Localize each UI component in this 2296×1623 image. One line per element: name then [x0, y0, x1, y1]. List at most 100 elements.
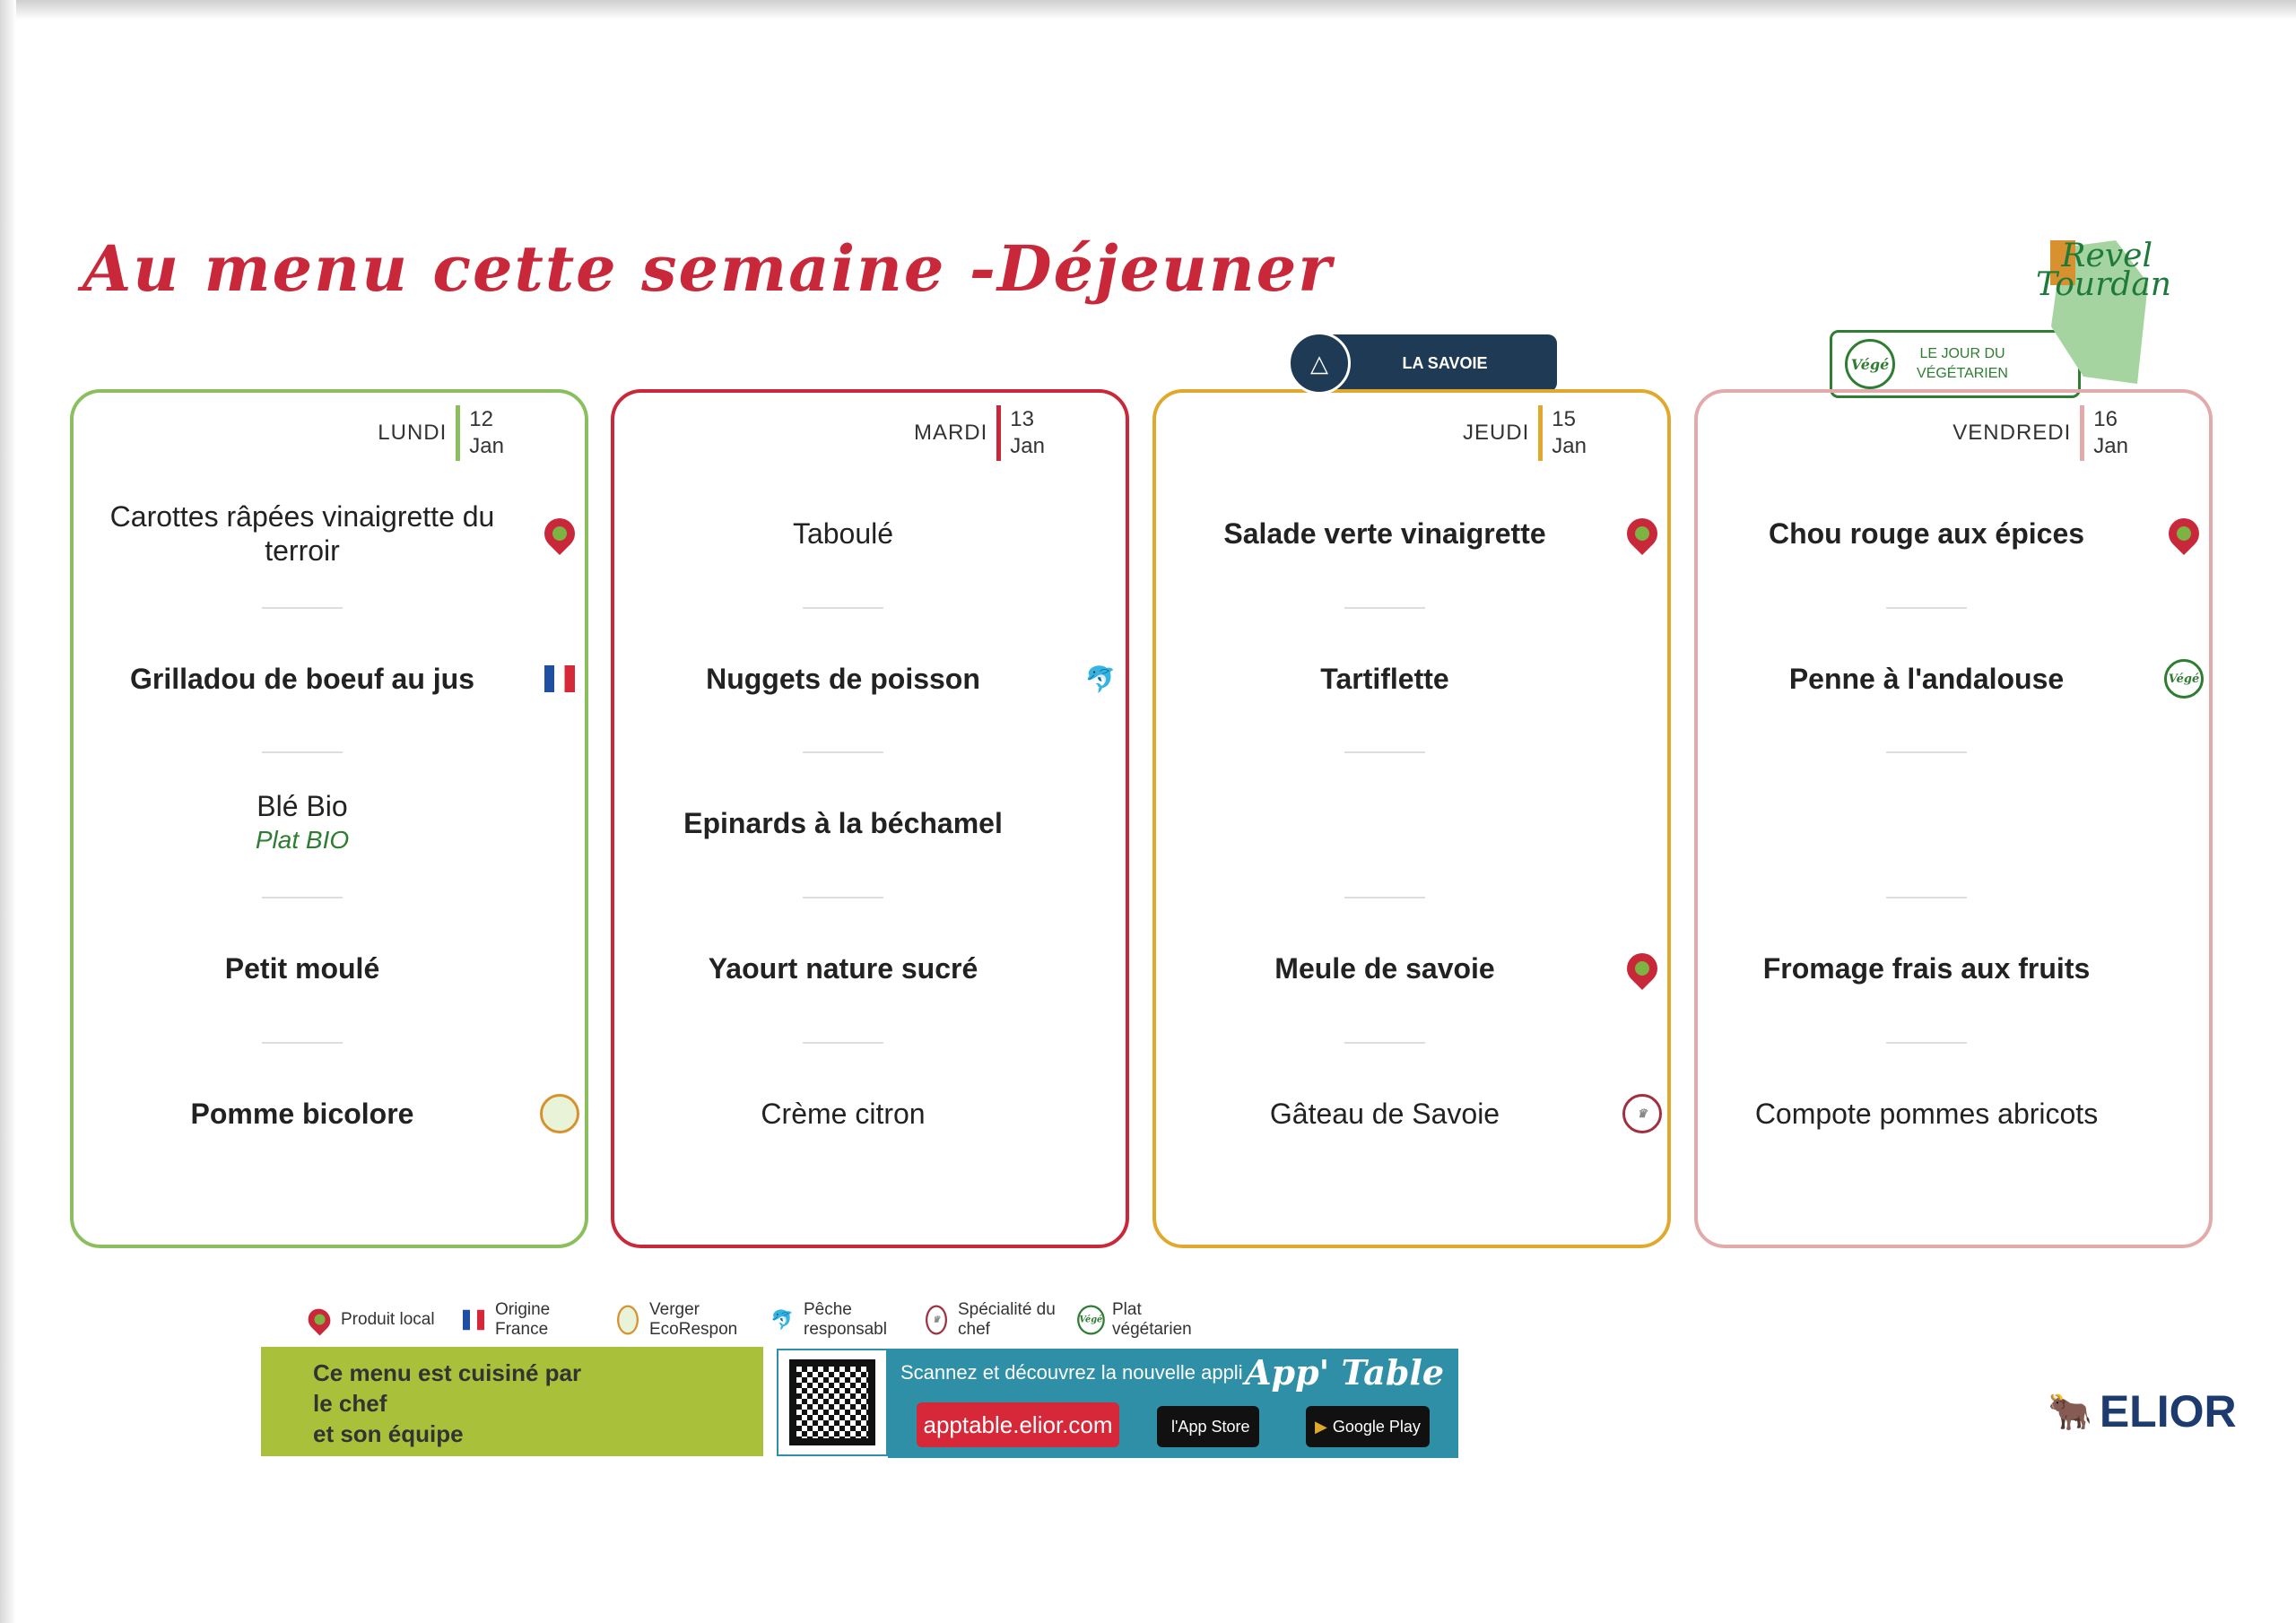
menu-item-badge — [1620, 511, 1665, 556]
town-logo-tower — [2050, 240, 2075, 285]
chef-hat-icon: ♛ — [926, 1305, 947, 1335]
menu-item: Gâteau de Savoie — [1174, 1097, 1596, 1131]
qr-code[interactable] — [777, 1349, 888, 1456]
menu-item-badge: 🐬 — [1081, 659, 1120, 699]
separator — [1344, 751, 1425, 753]
menu-item: Penne à l'andalouse — [1716, 662, 2137, 696]
menu-item: Nuggets de poisson — [632, 662, 1054, 696]
separator — [1344, 1042, 1425, 1044]
legend-item: 🐬Pêche responsabl — [768, 1300, 902, 1340]
separator — [1344, 897, 1425, 898]
separator — [803, 751, 883, 753]
app-name: App' Table — [1245, 1352, 1444, 1393]
menu-item-badge — [537, 511, 582, 556]
legend-item: Verger EcoRespon — [613, 1300, 748, 1340]
day-name: VENDREDI — [1952, 421, 2072, 445]
legend-icon-wrap: Végé — [1076, 1305, 1105, 1335]
menu-item: Pomme bicolore — [91, 1097, 513, 1131]
menu-item-text: Pomme bicolore — [190, 1098, 414, 1130]
separator — [1886, 607, 1967, 609]
vege-day-badge: Végé LE JOUR DU VÉGÉTARIEN — [1830, 330, 2081, 398]
google-play-button[interactable]: ▶Google Play — [1306, 1406, 1430, 1447]
vege-icon: Végé — [2164, 659, 2204, 699]
chef-text-line: et son équipe — [313, 1420, 464, 1447]
menu-item-text: Carottes râpées vinaigrette du terroir — [109, 500, 495, 567]
separator — [1344, 607, 1425, 609]
scan-edge — [0, 0, 2296, 20]
menu-item-badge — [2161, 511, 2206, 556]
menu-item: Meule de savoie — [1174, 951, 1596, 985]
menu-item: Carottes râpées vinaigrette du terroir — [91, 499, 513, 568]
brand-name: ELIOR — [2099, 1386, 2237, 1436]
local-pin-icon — [537, 511, 582, 556]
separator — [262, 607, 343, 609]
verger-icon — [540, 1094, 579, 1133]
menu-item-text: Taboulé — [792, 517, 894, 550]
legend-icon-wrap: 🐬 — [768, 1306, 796, 1334]
play-icon: ▶ — [1315, 1417, 1327, 1436]
legend-item: Produit local — [303, 1304, 439, 1336]
day-number: 15 — [1552, 407, 1576, 431]
legend-icon-wrap: ♛ — [922, 1305, 951, 1335]
divider — [996, 405, 1002, 461]
menu-item-text: Meule de savoie — [1274, 952, 1495, 985]
day-number: 16 — [2093, 407, 2118, 431]
menu-item-badge: ♛ — [1622, 1094, 1662, 1133]
menu-item: Yaourt nature sucré — [632, 951, 1054, 985]
chef-hat-icon: ♛ — [1622, 1094, 1662, 1133]
separator — [262, 1042, 343, 1044]
day-number: 12 — [469, 407, 493, 431]
savoie-badge: △ LA SAVOIE — [1288, 332, 1557, 395]
menu-item-text: Petit moulé — [224, 952, 380, 985]
fish-icon: 🐬 — [1084, 664, 1117, 693]
app-banner: Scannez et découvrez la nouvelle appli A… — [888, 1349, 1458, 1458]
menu-item-text: Yaourt nature sucré — [708, 952, 978, 985]
app-store-button[interactable]: l'App Store — [1157, 1406, 1259, 1447]
fish-icon: 🐬 — [770, 1309, 795, 1331]
menu-item-text: Compote pommes abricots — [1754, 1098, 2099, 1130]
menu-item-text: Gâteau de Savoie — [1269, 1098, 1500, 1130]
chef-text-line: Ce menu est cuisiné par — [313, 1359, 582, 1386]
app-url-link[interactable]: apptable.elior.com — [917, 1402, 1119, 1447]
day-name: JEUDI — [1462, 421, 1530, 445]
legend-label: Plat végétarien — [1112, 1300, 1192, 1339]
elior-logo: 🐂ELIOR — [2048, 1385, 2237, 1437]
legend: Produit local Origine France Verger EcoRes… — [303, 1300, 1211, 1340]
chef-box: Ce menu est cuisiné par le chef et son é… — [261, 1347, 763, 1456]
separator — [262, 751, 343, 753]
menu-item-text: Nuggets de poisson — [706, 663, 980, 695]
menu-item: Tartiflette — [1174, 662, 1596, 696]
separator — [803, 897, 883, 898]
divider — [2080, 405, 2085, 461]
divider — [456, 405, 461, 461]
menu-item-badge: Végé — [2164, 659, 2204, 699]
savoie-label: LA SAVOIE — [1333, 334, 1557, 392]
legend-icon-wrap — [613, 1305, 642, 1335]
page-title: Au menu cette semaine -Déjeuner — [83, 231, 1334, 306]
menu-item-text: Epinards à la béchamel — [683, 807, 1003, 839]
menu-item-badge — [540, 659, 579, 699]
separator — [262, 897, 343, 898]
app-store-label: l'App Store — [1171, 1417, 1250, 1436]
day-number: 13 — [1010, 407, 1034, 431]
menu-item-badge — [540, 1094, 579, 1133]
menu-item: Epinards à la béchamel — [632, 806, 1054, 840]
divider — [1538, 405, 1544, 461]
legend-item: ♛Spécialité du chef — [922, 1300, 1057, 1340]
vege-icon: Végé — [1076, 1305, 1105, 1335]
menu-item-text: Salade verte vinaigrette — [1223, 517, 1546, 550]
menu-item: Crème citron — [632, 1097, 1054, 1131]
legend-item: Origine France — [459, 1300, 594, 1340]
menu-item-text: Tartiflette — [1320, 663, 1449, 695]
